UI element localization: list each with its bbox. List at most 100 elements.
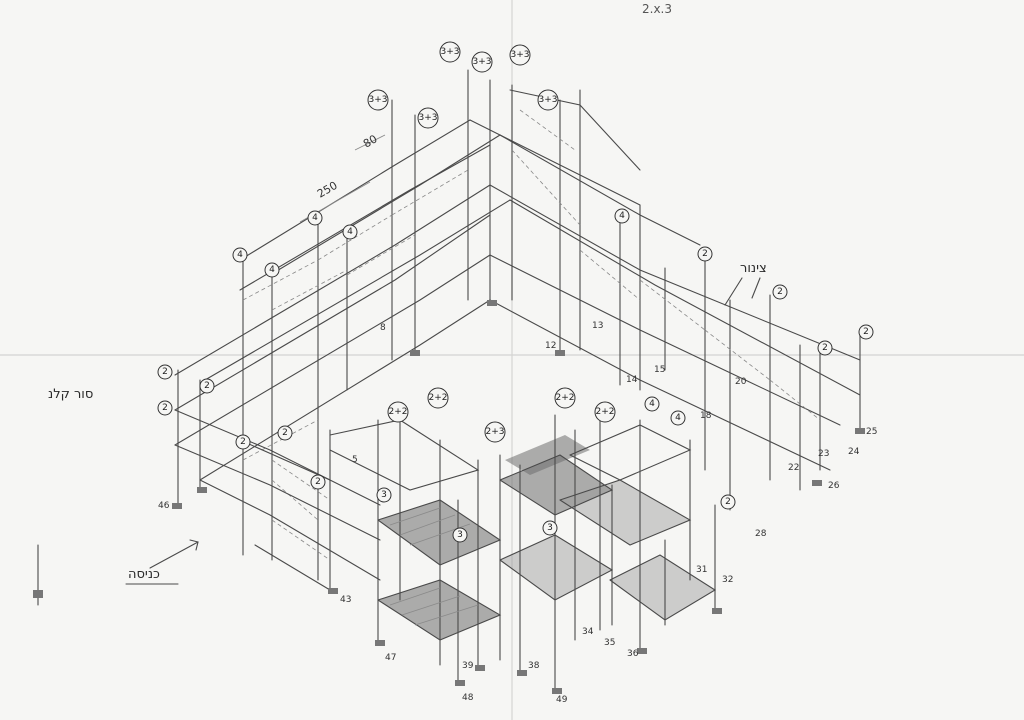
svg-text:2: 2	[282, 428, 288, 438]
svg-text:2: 2	[702, 249, 708, 259]
svg-text:3+3: 3+3	[441, 47, 460, 57]
svg-text:3+3: 3+3	[369, 95, 388, 105]
svg-text:2: 2	[315, 477, 321, 487]
side-note-arrow-1	[724, 277, 743, 306]
level-marker: 4	[342, 224, 358, 240]
front-left-wing	[174, 409, 381, 591]
post-number: 47	[385, 653, 396, 663]
level-marker: 2	[235, 434, 251, 450]
post-number-group: 46 43 47 48 49 38 39 34 35 36 32 31 26 2…	[158, 321, 877, 705]
level-marker: 2	[277, 425, 293, 441]
post-number: 15	[654, 365, 665, 375]
post-number: 26	[828, 481, 840, 491]
post-number: 24	[848, 447, 860, 457]
post-number: 14	[626, 375, 638, 385]
level-marker: 2	[817, 340, 833, 356]
level-marker: 3+3	[471, 51, 493, 73]
level-marker: 3+3	[537, 89, 559, 111]
post-number: 43	[340, 595, 351, 605]
entrance-label: כניסה	[128, 567, 160, 582]
entrance-arrow	[149, 541, 199, 569]
svg-text:3+3: 3+3	[473, 57, 492, 67]
post-number: 49	[556, 695, 568, 705]
post-number: 28	[755, 529, 767, 539]
back-left-wing	[174, 69, 511, 581]
svg-text:3+3: 3+3	[419, 113, 438, 123]
post-number: 18	[700, 411, 712, 421]
margin-mark-base	[33, 590, 43, 598]
svg-text:2: 2	[204, 381, 210, 391]
svg-text:2: 2	[777, 287, 783, 297]
svg-text:4: 4	[312, 213, 318, 223]
level-marker: 3+3	[367, 89, 389, 111]
post-number: 34	[582, 627, 594, 637]
level-marker: 2+2	[387, 401, 409, 423]
level-marker-group: 3+3 3+3 3+3 3+3 3+3 3+3 4 4 4 4 4 2 2 2 …	[157, 41, 874, 543]
level-marker: 2	[157, 364, 173, 380]
side-note-arrow-2	[751, 277, 761, 299]
back-right-wing	[469, 84, 861, 511]
level-marker: 3+3	[509, 44, 531, 66]
level-marker: 2	[772, 284, 788, 300]
svg-text:2: 2	[822, 343, 828, 353]
level-marker: 2	[157, 400, 173, 416]
level-marker: 4	[264, 262, 280, 278]
post-number: 31	[696, 565, 707, 575]
post-number: 48	[462, 693, 474, 703]
dimension-label-short: 80	[361, 132, 380, 150]
svg-text:4: 4	[649, 399, 655, 409]
level-marker: 2+2	[427, 387, 449, 409]
level-marker: 3+3	[439, 41, 461, 63]
post-number: 5	[352, 455, 358, 465]
side-note: צינור	[740, 261, 767, 276]
post-number: 32	[722, 575, 733, 585]
post-number: 20	[735, 377, 747, 387]
svg-text:2+3: 2+3	[486, 427, 505, 437]
post-number: 39	[462, 661, 474, 671]
svg-text:2: 2	[725, 497, 731, 507]
post-number: 8	[380, 323, 386, 333]
post-number: 36	[627, 649, 639, 659]
level-marker: 4	[232, 247, 248, 263]
entrance-arrowhead	[189, 539, 199, 551]
level-marker: 2+3	[484, 421, 506, 443]
svg-text:2: 2	[240, 437, 246, 447]
level-marker: 2	[199, 378, 215, 394]
level-marker: 4	[307, 210, 323, 226]
svg-text:3: 3	[381, 490, 387, 500]
svg-text:2: 2	[863, 327, 869, 337]
svg-text:3+3: 3+3	[539, 95, 558, 105]
level-marker: 2+2	[554, 387, 576, 409]
post-number: 46	[158, 501, 170, 511]
post-number: 12	[545, 341, 556, 351]
level-marker: 4	[670, 410, 686, 426]
level-marker: 2	[858, 324, 874, 340]
level-marker: 2	[720, 494, 736, 510]
level-marker: 2	[697, 246, 713, 262]
floor-note: סור קלנ	[48, 387, 93, 402]
level-marker: 4	[644, 396, 660, 412]
svg-text:4: 4	[237, 250, 243, 260]
level-marker: 3	[452, 527, 468, 543]
post-number: 13	[592, 321, 603, 331]
dimension-label: 250	[315, 179, 340, 201]
level-marker: 4	[614, 208, 630, 224]
svg-text:3: 3	[457, 530, 463, 540]
post-number: 25	[866, 427, 877, 437]
svg-text:2: 2	[162, 403, 168, 413]
svg-text:2+2: 2+2	[389, 407, 408, 417]
svg-text:4: 4	[269, 265, 275, 275]
svg-text:3: 3	[547, 523, 553, 533]
svg-text:4: 4	[619, 211, 625, 221]
post-number: 38	[528, 661, 540, 671]
svg-text:2+2: 2+2	[429, 393, 448, 403]
front-centre-block	[329, 414, 717, 691]
level-marker: 3+3	[417, 107, 439, 129]
level-marker: 3	[542, 520, 558, 536]
svg-text:4: 4	[675, 413, 681, 423]
sheet-code: 2.x.3	[642, 2, 672, 16]
svg-text:3+3: 3+3	[511, 50, 530, 60]
post-number: 35	[604, 638, 615, 648]
